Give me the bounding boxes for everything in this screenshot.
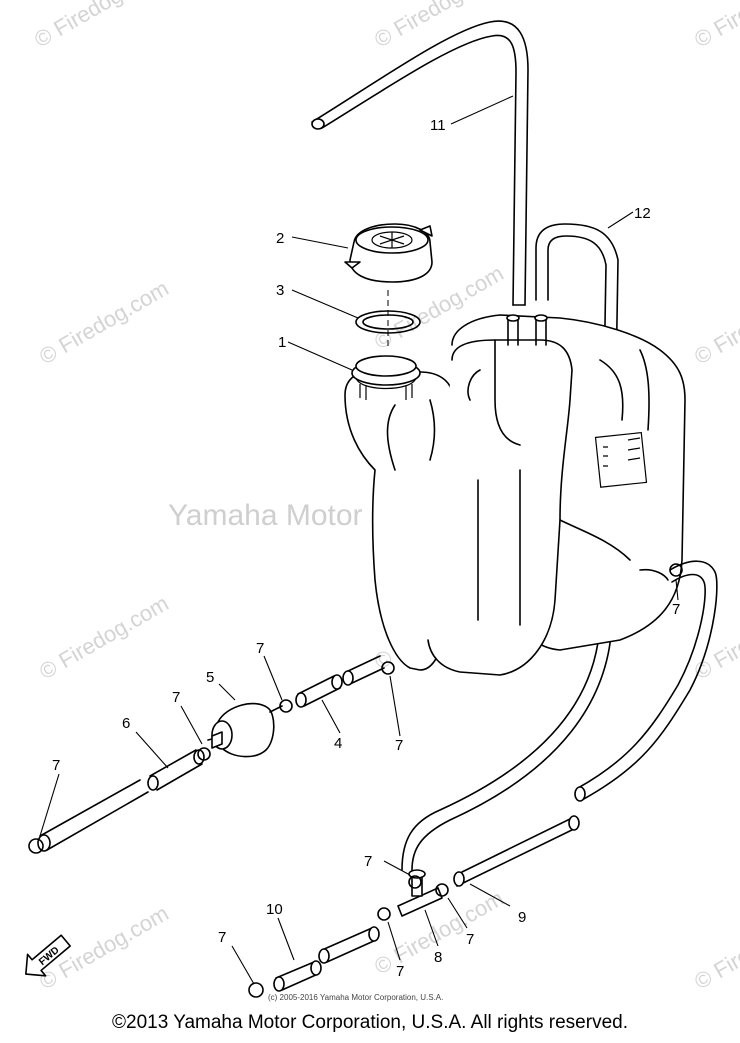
watermark: © Firedog.com bbox=[35, 275, 173, 369]
watermark: © Fire bbox=[690, 943, 740, 995]
hose-10 bbox=[273, 926, 380, 992]
callout-7: 7 bbox=[364, 853, 372, 870]
fuel-filter-5 bbox=[207, 702, 283, 758]
callout-7: 7 bbox=[396, 963, 404, 980]
watermark: © Firedog.com bbox=[35, 590, 173, 684]
watermark: © Firedog.com bbox=[30, 0, 168, 52]
fuel-cap-2 bbox=[344, 223, 433, 283]
callout-7: 7 bbox=[672, 601, 680, 618]
callout-8: 8 bbox=[434, 949, 442, 966]
hose-6 bbox=[37, 749, 205, 852]
footer-copyright: ©2013 Yamaha Motor Corporation, U.S.A. A… bbox=[112, 1012, 628, 1033]
watermark: © Fire bbox=[690, 318, 740, 370]
hose-4 bbox=[295, 655, 385, 708]
callout-4: 4 bbox=[334, 735, 342, 752]
callout-6: 6 bbox=[122, 715, 130, 732]
hose-clips-7 bbox=[28, 563, 683, 998]
callout-12: 12 bbox=[634, 205, 651, 222]
watermark: © Fire bbox=[690, 633, 740, 685]
small-copyright: (c) 2005-2016 Yamaha Motor Corporation, … bbox=[268, 993, 443, 1002]
callout-9: 9 bbox=[518, 909, 526, 926]
callout-7: 7 bbox=[172, 689, 180, 706]
callout-11: 11 bbox=[430, 117, 446, 134]
callout-3: 3 bbox=[276, 282, 284, 299]
callout-7: 7 bbox=[52, 757, 60, 774]
callout-7: 7 bbox=[395, 737, 403, 754]
callouts: 2 3 1 11 12 5 6 7 7 4 7 7 7 7 8 7 9 7 10… bbox=[52, 117, 680, 980]
leader-lines bbox=[39, 95, 679, 985]
vent-hose-11 bbox=[311, 20, 529, 306]
callout-5: 5 bbox=[206, 669, 214, 686]
callout-2: 2 bbox=[276, 230, 284, 247]
callout-7: 7 bbox=[256, 640, 264, 657]
callout-7: 7 bbox=[466, 931, 474, 948]
callout-7: 7 bbox=[218, 929, 226, 946]
fuel-tank-1 bbox=[344, 314, 686, 676]
return-hose-12 bbox=[401, 223, 619, 871]
hose-9 bbox=[453, 815, 580, 887]
watermark: © Fire bbox=[690, 1, 740, 53]
callout-10: 10 bbox=[266, 901, 283, 918]
outlet-hose-right bbox=[574, 560, 718, 802]
callout-1: 1 bbox=[278, 334, 286, 351]
watermark: © Firedog.com bbox=[370, 0, 508, 52]
joint-8 bbox=[397, 869, 443, 917]
